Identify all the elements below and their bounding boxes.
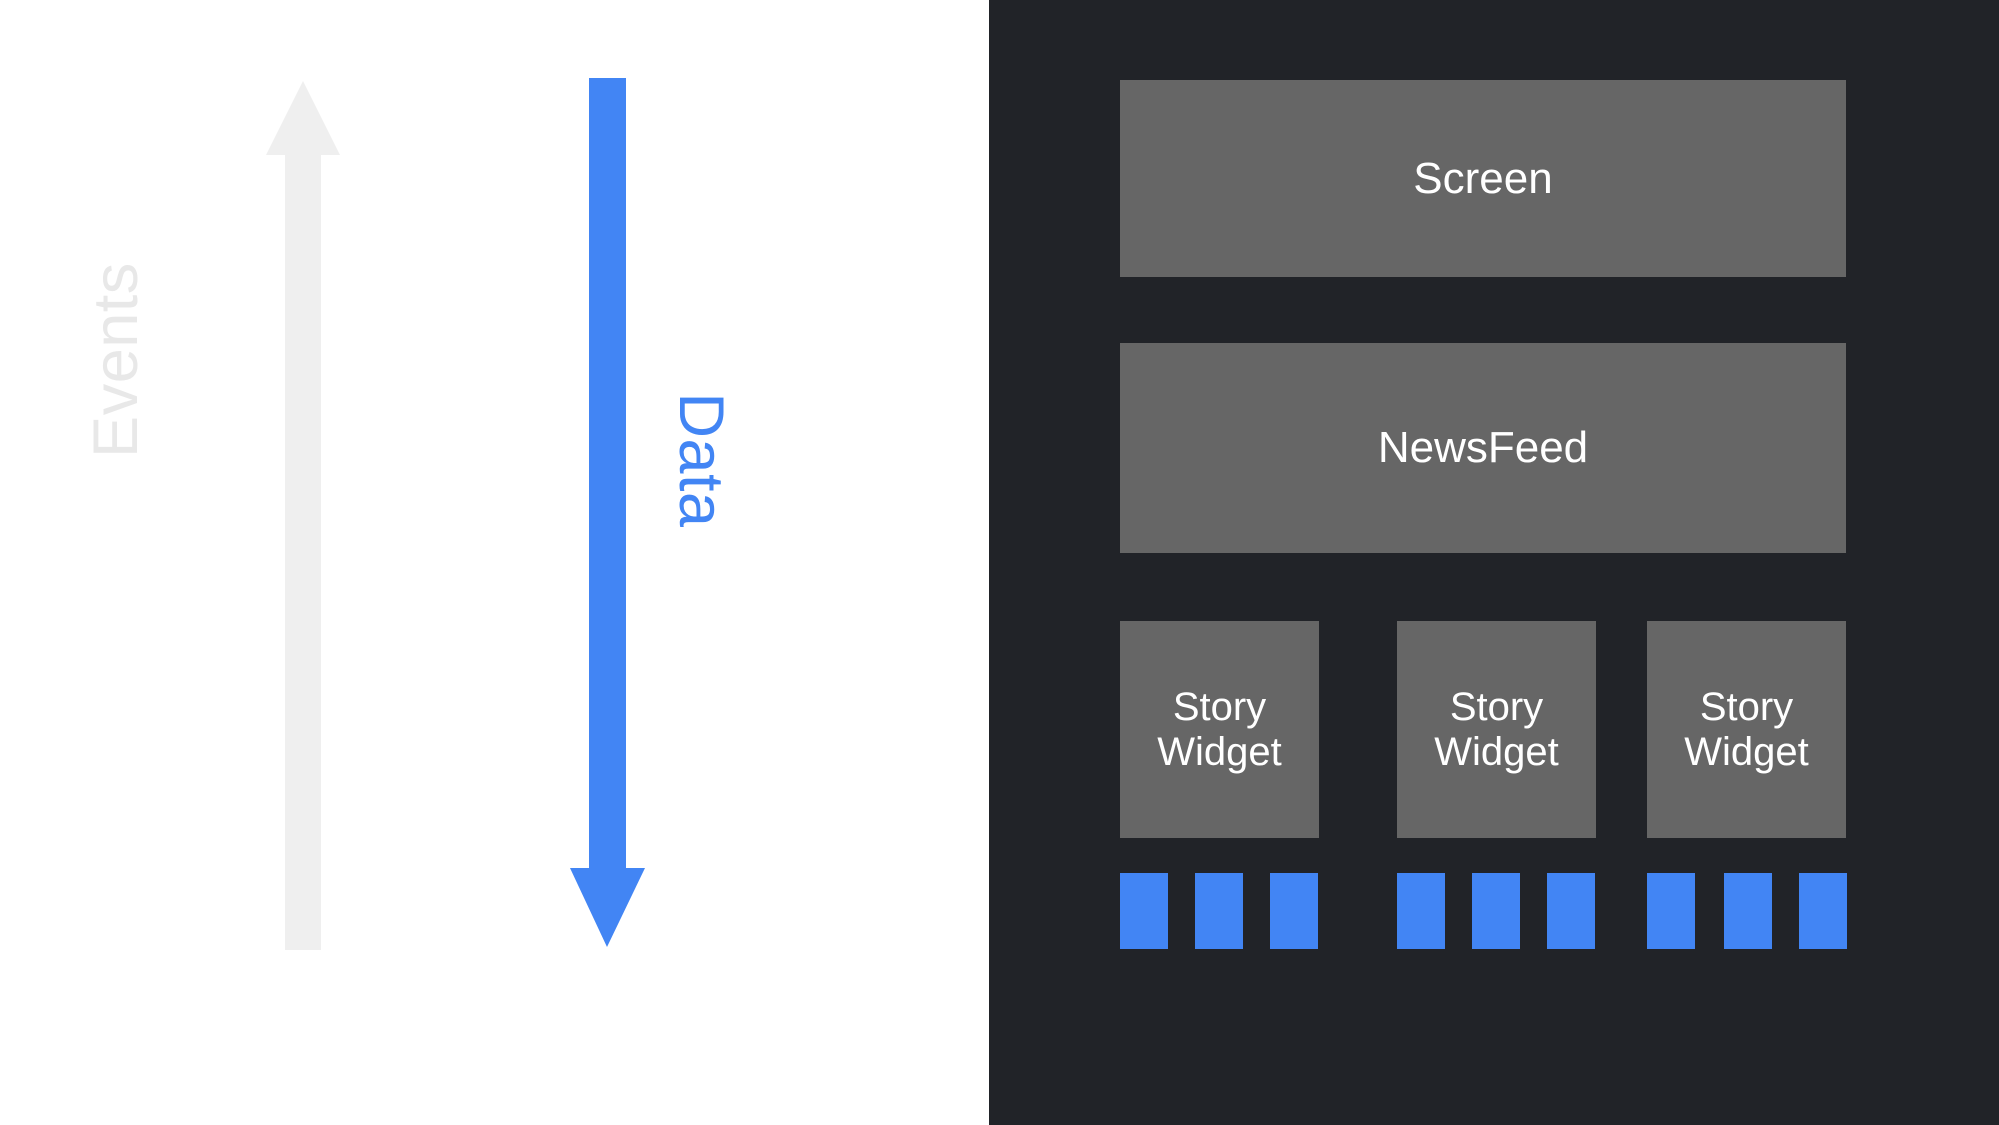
node-story-widget[interactable]: Story Widget [1120, 621, 1319, 838]
widget-tree-panel: Screen NewsFeed Story Widget Story Widge… [989, 0, 1999, 1125]
leaf-bar[interactable] [1397, 873, 1445, 949]
node-screen[interactable]: Screen [1120, 80, 1846, 277]
node-story-widget-label: Story Widget [1157, 685, 1282, 775]
node-story-widget-label: Story Widget [1684, 685, 1809, 775]
node-story-widget[interactable]: Story Widget [1647, 621, 1846, 838]
events-arrow-up-icon [262, 78, 344, 950]
node-story-widget-line2: Widget [1434, 729, 1559, 774]
data-arrow-down-icon [568, 78, 648, 950]
leaf-bar[interactable] [1647, 873, 1695, 949]
node-story-widget-line2: Widget [1684, 729, 1809, 774]
data-flow-label: Data [666, 392, 736, 528]
leaf-bar-group [1397, 873, 1595, 949]
leaf-bar[interactable] [1472, 873, 1520, 949]
node-newsfeed-label: NewsFeed [1377, 423, 1589, 473]
leaf-bar[interactable] [1547, 873, 1595, 949]
events-flow-label: Events [81, 262, 151, 458]
leaf-bar-group [1120, 873, 1318, 949]
node-screen-label: Screen [1413, 153, 1553, 203]
leaf-bar[interactable] [1724, 873, 1772, 949]
node-newsfeed[interactable]: NewsFeed [1120, 343, 1846, 553]
node-story-widget-line1: Story [1699, 684, 1794, 729]
leaf-bar[interactable] [1120, 873, 1168, 949]
node-story-widget-label: Story Widget [1434, 685, 1559, 775]
leaf-bar[interactable] [1799, 873, 1847, 949]
node-story-widget-line1: Story [1449, 684, 1544, 729]
leaf-bar-group [1647, 873, 1847, 949]
leaf-bar[interactable] [1195, 873, 1243, 949]
flow-legend-region: Events Data [0, 0, 989, 1125]
node-story-widget[interactable]: Story Widget [1397, 621, 1596, 838]
node-story-widget-line1: Story [1172, 684, 1267, 729]
leaf-bar[interactable] [1270, 873, 1318, 949]
node-story-widget-line2: Widget [1157, 729, 1282, 774]
